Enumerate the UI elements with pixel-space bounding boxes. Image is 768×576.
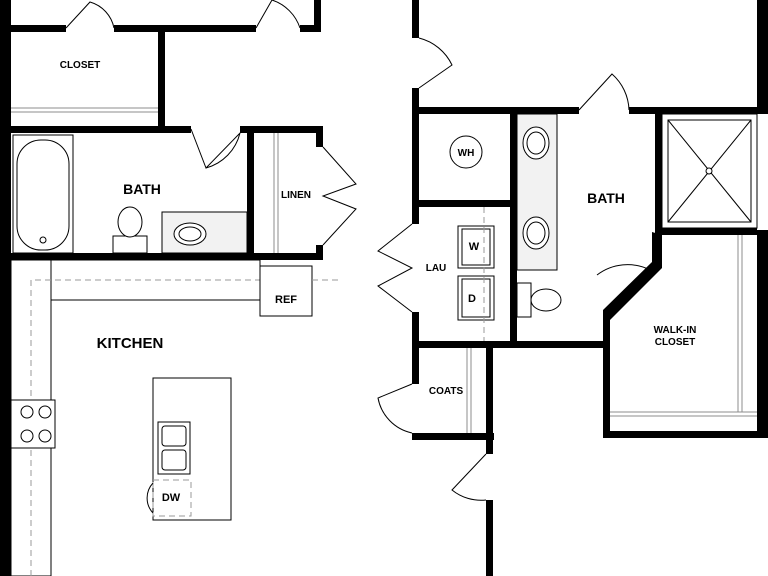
wall-walkin-bottom [603,431,768,438]
door-swing-hall [451,453,487,501]
sink-basin [526,131,546,155]
label-washer: W [469,241,480,253]
label-bath-right: BATH [587,190,625,206]
wall-right-exterior [757,0,768,114]
dryer-inner [461,278,491,318]
wall-top-right [629,107,768,114]
wall-linen-right [316,245,323,260]
sink-basin [526,221,546,245]
wall-top-segment [11,25,66,32]
label-wh: WH [458,148,475,159]
laundry-fixtures [449,135,495,341]
door-swing [65,1,115,29]
toilet-bowl [530,288,562,312]
wall-coats-bottom [412,433,494,440]
label-bath-left: BATH [123,181,161,197]
door-swing [578,73,630,111]
toilet-tank [112,235,148,254]
dishwasher-door [146,482,154,514]
burner [20,429,34,443]
label-ref: REF [275,294,297,306]
label-lau: LAU [426,263,447,274]
door-bifold-linen [321,146,357,246]
sink-bowl [161,449,187,471]
wall-top-right [412,107,579,114]
bath-right-fixtures [516,113,758,318]
room-labels: CLOSET BATH LINEN REF KITCHEN DW WH LAU … [60,60,697,504]
bath-left-fixtures [12,134,248,254]
sink-bowl [161,425,187,447]
wall-bath-bottom [11,253,323,260]
wall-top-segment [300,25,321,32]
label-kitchen: KITCHEN [97,335,164,352]
label-closet: CLOSET [60,60,101,71]
wall-linen-right [316,133,323,147]
burner [38,429,52,443]
water-heater [449,135,483,169]
dishwasher [152,479,192,517]
wall-top-segment [114,25,256,32]
wall-laundry-bath-divider [510,114,517,346]
burner [38,405,52,419]
label-linen: LINEN [281,190,311,201]
wall-bath-top [240,126,323,133]
wall-right-exterior [757,230,768,436]
wall-bath-linen-divider [247,133,254,255]
refrigerator [259,265,313,317]
label-dryer: D [468,293,476,305]
wall-wh-lau-divider [419,200,511,207]
label-coats: COATS [429,386,464,397]
door-swing-walkin [596,264,651,311]
toilet-tank [516,282,532,318]
label-walkin-line1: WALK-IN [654,325,697,336]
wall-closet-right [158,32,165,132]
sink-basin [178,226,202,242]
wall-vertical [314,0,321,32]
upper-cabinets-line [30,279,260,576]
wall-hall-right [486,500,493,576]
door-swing [418,37,453,89]
door-bifold-laundry [377,223,414,313]
wall-lau-bottom [412,341,610,348]
wall-shower-bottom [655,228,757,235]
door-swing [255,0,301,29]
door-swing-coats [377,383,413,434]
shower-drain [705,167,713,175]
door-swing [190,128,241,169]
wall-walkin-left [603,312,610,438]
wall-bath-top [11,126,191,133]
wall-shower-left [655,114,662,240]
bathtub-basin [16,139,70,251]
wall-walkin-angled [603,232,662,320]
wall-left-exterior [0,0,11,576]
shelving [11,107,757,433]
label-dw: DW [162,492,181,504]
doors [65,0,651,501]
washer-inner [461,228,491,266]
wall-coats-right [486,348,493,454]
burner [20,405,34,419]
label-walkin-line2: CLOSET [655,337,696,348]
tub-drain [39,236,47,244]
toilet-bowl [117,206,143,238]
kitchen-fixtures [10,259,338,576]
wall-central [412,0,419,38]
